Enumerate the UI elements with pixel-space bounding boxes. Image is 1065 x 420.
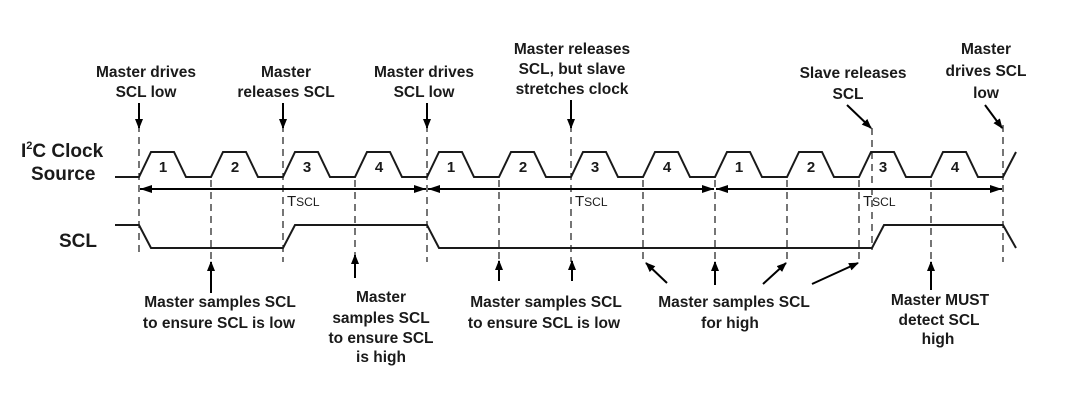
pulse-number: 1: [447, 159, 455, 176]
annotation-text: SCL low: [394, 84, 456, 101]
pulse-number: 1: [159, 159, 167, 176]
pulse-number: 2: [519, 159, 527, 176]
pulse-number: 3: [879, 159, 887, 176]
clock-source-label: I2C Clock: [21, 140, 104, 162]
diagonal-arrow-icon: [846, 104, 872, 129]
bottom-annotation-b2: Master samples SCL to ensure SCL is high: [328, 254, 434, 366]
clock-source-label-line2: Source: [31, 164, 95, 185]
annotation-text: Master samples SCL: [144, 294, 296, 311]
top-annotation-a3: Master drives SCL low: [374, 64, 474, 129]
annotation-text: SCL: [833, 86, 864, 103]
top-annotation-a6: Master drives SCL low: [946, 41, 1027, 129]
tscl-period: TSCL: [428, 185, 714, 210]
pulse-numbers: 1 2 3 4 1 2 3 4 1 2 3 4: [159, 159, 960, 176]
tscl-label: TSCL: [863, 193, 896, 210]
annotation-text: Master drives: [96, 64, 196, 81]
annotation-text: SCL, but slave: [519, 61, 626, 78]
pulse-number: 3: [303, 159, 311, 176]
annotation-text: Master MUST: [891, 292, 990, 309]
annotation-text: to ensure SCL is low: [468, 315, 621, 332]
diagonal-arrow-icon: [762, 262, 787, 285]
annotation-text: samples SCL: [332, 310, 429, 327]
annotation-text: to ensure SCL is low: [143, 315, 296, 332]
pulse-number: 4: [663, 159, 672, 176]
annotation-text: SCL low: [116, 84, 178, 101]
bottom-annotation-b1: Master samples SCL to ensure SCL is low: [143, 261, 296, 332]
tscl-periods: TSCL TSCL TSCL: [140, 185, 1002, 210]
annotation-text: Master samples SCL: [658, 294, 810, 311]
annotation-text: is high: [356, 349, 406, 366]
guide-lines: [138, 125, 1004, 262]
annotation-text: low: [973, 85, 1000, 102]
annotation-text: high: [922, 331, 955, 348]
left-arrowhead-icon: [140, 185, 152, 193]
annotation-text: Master releases: [514, 41, 630, 58]
bottom-annotation-b5: Master MUST detect SCL high: [891, 261, 990, 348]
diagonal-arrow-icon: [984, 104, 1003, 129]
pulse-number: 4: [375, 159, 384, 176]
pulse-number: 3: [591, 159, 599, 176]
annotation-text: Master samples SCL: [470, 294, 622, 311]
annotation-text: Master: [356, 289, 406, 306]
right-arrowhead-icon: [414, 185, 426, 193]
tscl-label: TSCL: [575, 193, 608, 210]
pulse-number: 1: [735, 159, 743, 176]
right-arrowhead-icon: [702, 185, 714, 193]
annotation-text: for high: [701, 315, 759, 332]
annotation-text: Master drives: [374, 64, 474, 81]
top-annotation-a4: Master releases SCL, but slave stretches…: [514, 41, 630, 129]
scl-label: SCL: [59, 231, 97, 252]
left-arrowhead-icon: [428, 185, 440, 193]
clock-source-waveform: [115, 151, 1017, 178]
top-annotation-a5: Slave releases SCL: [800, 65, 907, 129]
top-annotation-a2: Master releases SCL: [237, 64, 335, 129]
right-arrowhead-icon: [990, 185, 1002, 193]
annotation-text: Master: [261, 64, 311, 81]
pulse-number: 2: [231, 159, 239, 176]
bottom-annotation-b3: Master samples SCL to ensure SCL is low: [468, 260, 622, 332]
top-annotation-a1: Master drives SCL low: [96, 64, 196, 129]
annotation-text: drives SCL: [946, 63, 1027, 80]
left-arrowhead-icon: [716, 185, 728, 193]
pulse-number: 2: [807, 159, 815, 176]
annotation-text: Master: [961, 41, 1011, 58]
annotation-text: detect SCL: [899, 312, 980, 329]
annotation-text: stretches clock: [516, 81, 629, 98]
annotation-text: releases SCL: [237, 84, 334, 101]
diagonal-arrow-icon: [645, 262, 668, 284]
pulse-number: 4: [951, 159, 960, 176]
tscl-period: TSCL: [716, 185, 1002, 210]
tscl-period: TSCL: [140, 185, 426, 210]
scl-waveform: [115, 224, 1017, 249]
tscl-label: TSCL: [287, 193, 320, 210]
diagonal-arrow-icon: [811, 262, 859, 285]
annotation-text: Slave releases: [800, 65, 907, 82]
bottom-annotation-b4: Master samples SCL for high: [645, 261, 859, 332]
annotation-text: to ensure SCL: [328, 330, 433, 347]
